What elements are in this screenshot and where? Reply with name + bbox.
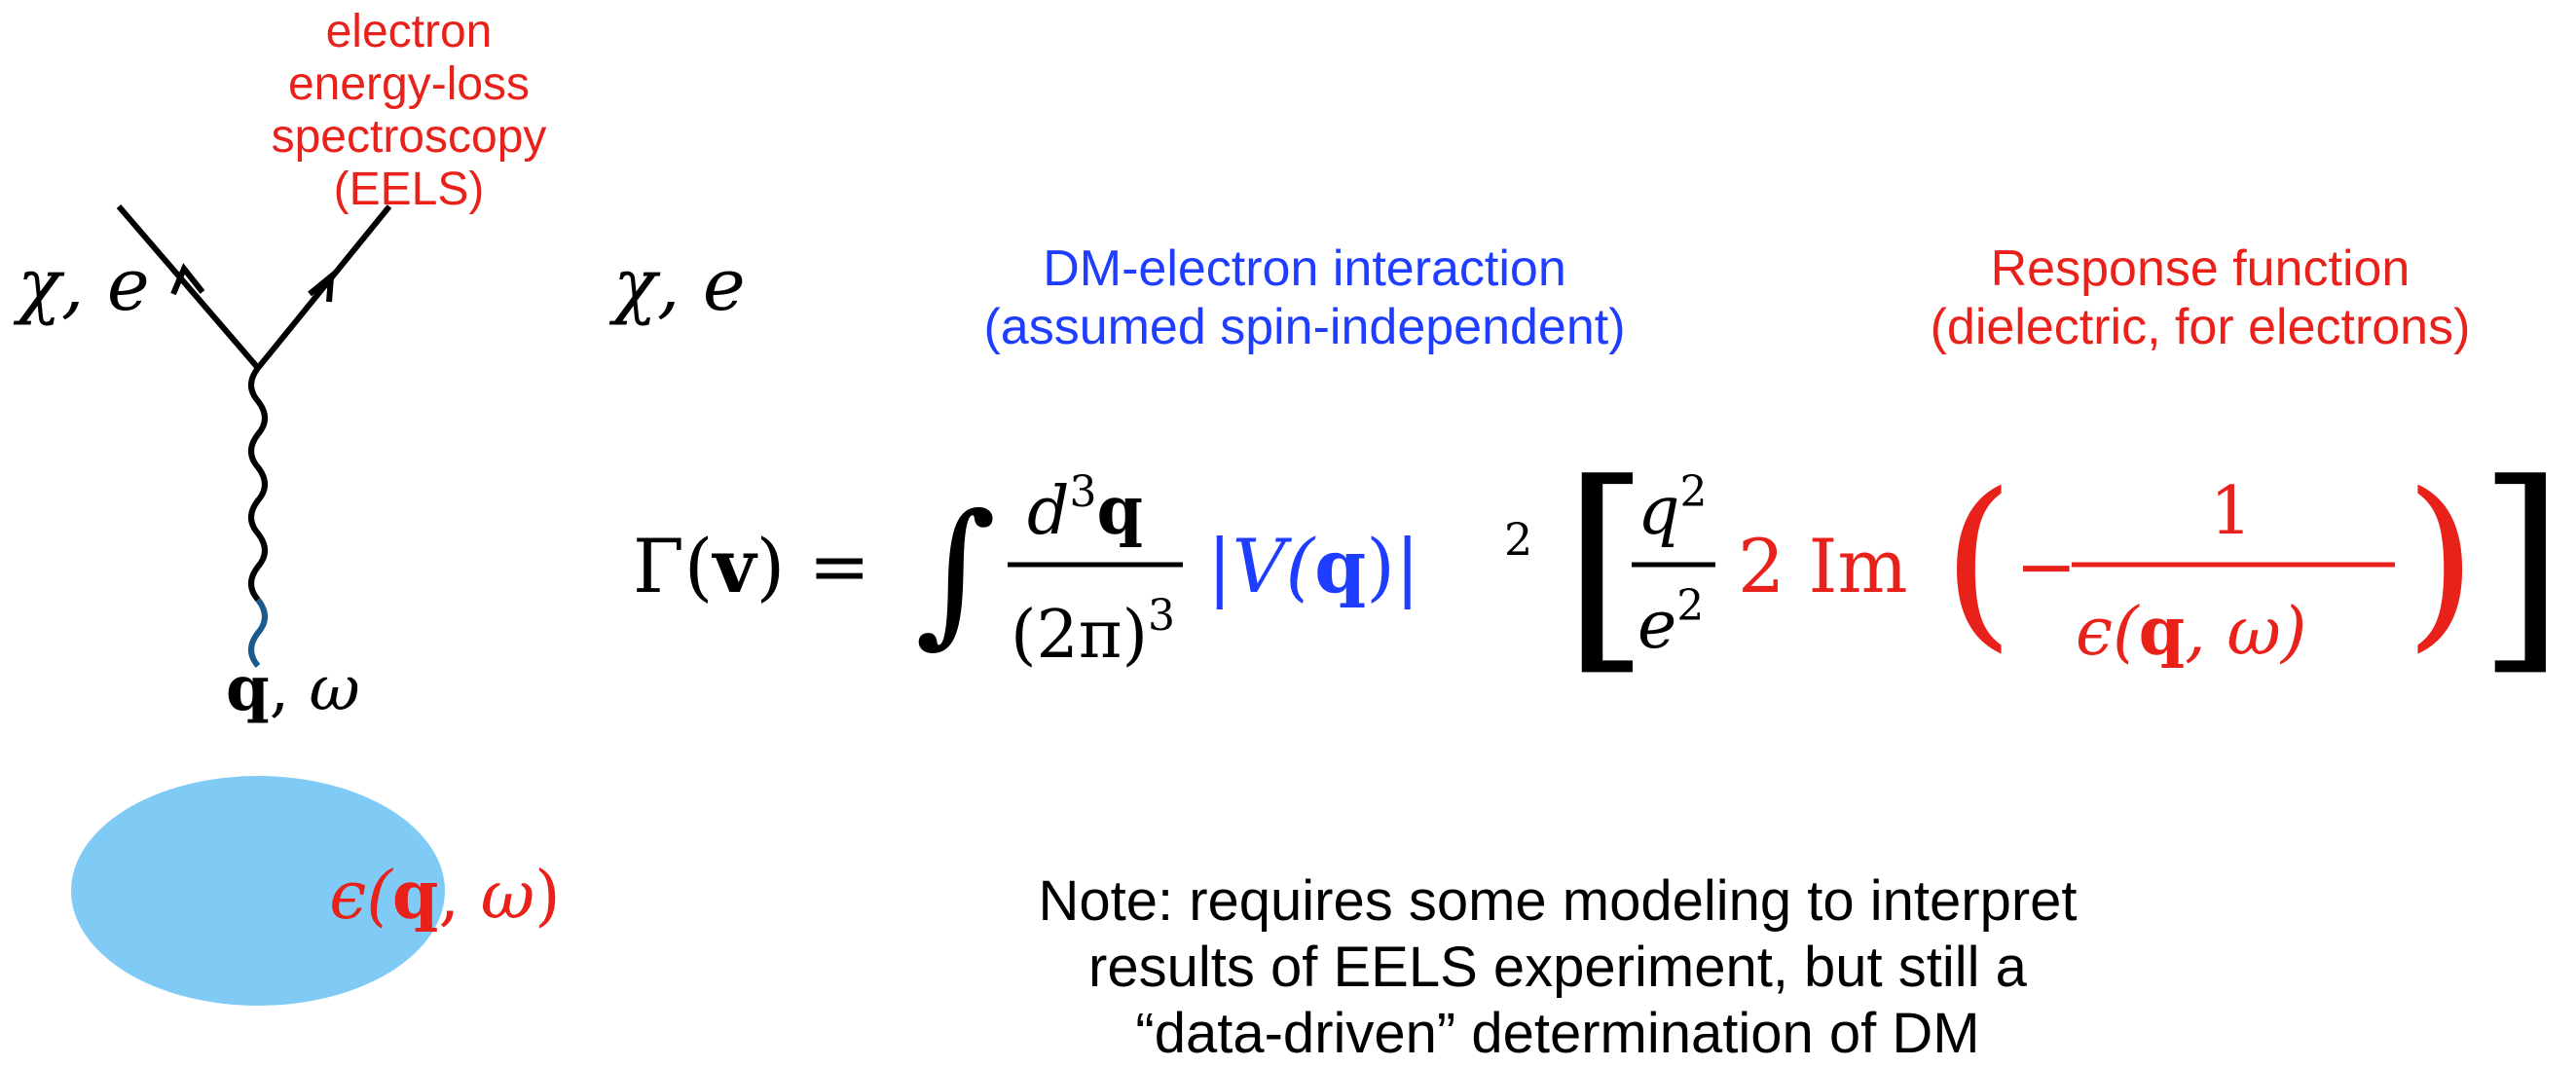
mediator-q: q: [226, 652, 270, 725]
photon-line: [248, 366, 268, 602]
two-im: 2 Im: [1738, 523, 1908, 609]
material-close: ): [534, 858, 561, 935]
material-q: q: [391, 857, 439, 935]
mediator-sep: ,: [269, 653, 310, 725]
incoming-line: [116, 204, 261, 370]
photon-line-inside: [248, 598, 268, 668]
svg-text:Γ(v) =: Γ(v) =: [633, 523, 870, 609]
material-sep: ,: [438, 858, 481, 935]
particle-label-left: χ, e: [18, 243, 150, 327]
eels-label-line: (EELS): [333, 164, 485, 215]
paren-close: ): [2405, 454, 2477, 669]
note-text: Note: requires some modeling to interpre…: [847, 868, 2268, 1067]
mediator-omega: ω: [309, 653, 360, 725]
frac-one: 1: [2210, 473, 2252, 550]
feynman-diagram: [71, 204, 445, 1006]
den-exp: 3: [1148, 591, 1175, 641]
note-line: “data-driven” determination of DM: [1135, 1002, 1980, 1065]
note-line: results of EELS experiment, but still a: [1088, 936, 2027, 999]
lhs-close: ) =: [756, 523, 871, 609]
q2-exp: 2: [1680, 467, 1708, 517]
e2-exp: 2: [1676, 581, 1704, 631]
q2-num: q: [1638, 473, 1680, 550]
svg-text:q2: q2: [1638, 467, 1708, 550]
minus-sign: −: [2015, 523, 2078, 609]
response-caption-line: (dielectric, for electrons): [1930, 299, 2471, 355]
particle-label-right: χ, e: [613, 243, 746, 327]
dm-interaction-caption: DM-electron interaction (assumed spin-in…: [857, 239, 1752, 356]
v-open: |V(: [1207, 523, 1315, 609]
arrow-left: [170, 263, 205, 296]
eels-label: electron energy-loss spectroscopy (EELS): [204, 6, 613, 216]
material-eps: ϵ(: [329, 858, 392, 935]
note-line: Note: requires some modeling to interpre…: [1038, 869, 2078, 933]
svg-text:d3q: d3q: [1027, 467, 1143, 550]
mediator-label: q, ω: [226, 652, 360, 725]
rate-formula: Γ(v) = ∫ d3q (2π)3 |V(q)| 2 [ q2 e2 2 Im…: [633, 436, 2565, 696]
response-caption-line: Response function: [1990, 240, 2410, 297]
eels-label-line: spectroscopy: [271, 111, 547, 163]
arrow-right: [308, 270, 335, 303]
eps-q: q: [2139, 593, 2186, 671]
svg-text:(2π)3: (2π)3: [1011, 591, 1175, 674]
lhs-gamma: Γ(: [633, 523, 713, 609]
integral-sign: ∫: [915, 480, 996, 662]
eels-label-line: energy-loss: [287, 58, 531, 110]
num-d: d: [1027, 473, 1070, 550]
material-label: ϵ(q, ω): [255, 857, 635, 935]
svg-text:e2: e2: [1638, 581, 1704, 664]
v-q: q: [1314, 523, 1366, 609]
eps-sep: , ω): [2185, 594, 2306, 671]
dm-caption-line: DM-electron interaction: [1043, 240, 1566, 297]
eels-label-line: electron: [325, 6, 493, 57]
den-2pi: (2π): [1011, 597, 1148, 674]
lhs-v: v: [711, 523, 758, 609]
num-exp: 3: [1070, 467, 1097, 517]
dm-caption-line: (assumed spin-independent): [983, 299, 1626, 355]
num-q: q: [1097, 472, 1144, 550]
paren-open: (: [1942, 454, 2014, 669]
v-exp: 2: [1504, 513, 1532, 566]
bracket-close: ]: [2478, 436, 2565, 696]
svg-text:ϵ(q, ω): ϵ(q, ω): [2076, 593, 2306, 671]
material-blob: [71, 776, 445, 1006]
outgoing-line: [255, 204, 392, 370]
e2-den: e: [1638, 587, 1676, 664]
response-function-caption: Response function (dielectric, for elect…: [1811, 239, 2576, 356]
eps-den: ϵ(: [2076, 594, 2140, 671]
v-close: )|: [1366, 523, 1419, 609]
material-omega: ω: [480, 858, 535, 935]
svg-text:|V(q)|: |V(q)|: [1207, 523, 1420, 609]
